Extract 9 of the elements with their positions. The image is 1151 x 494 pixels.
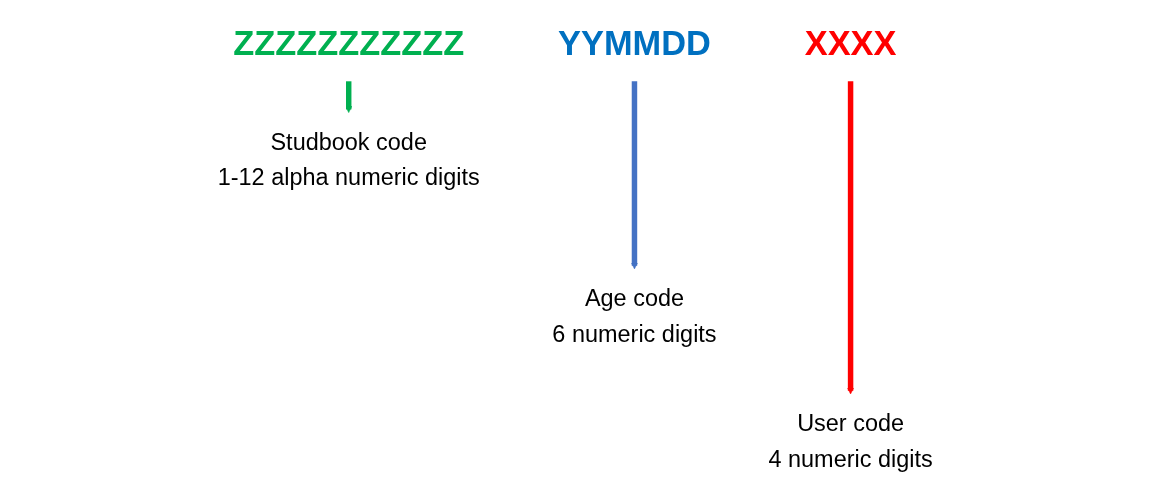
node-text: Age code 6 numeric digits — [552, 285, 717, 347]
arrow — [631, 81, 639, 270]
node-text: Studbook code 1-12 alpha numeric digits — [218, 128, 480, 190]
node-text: YYMMDD — [558, 24, 712, 63]
arrow — [847, 81, 855, 395]
node-text: XXXX — [804, 24, 897, 63]
arrow — [345, 81, 353, 113]
node-text: ZZZZZZZZZZZ — [233, 24, 465, 63]
node-text: User code 4 numeric digits — [768, 410, 933, 472]
